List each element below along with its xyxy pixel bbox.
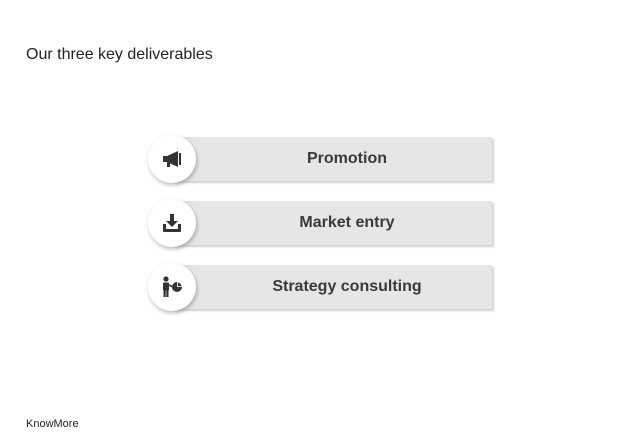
- deliverable-bar: Strategy consulting: [172, 265, 492, 309]
- deliverable-label: Strategy consulting: [272, 278, 422, 295]
- megaphone-icon: [163, 151, 181, 167]
- footer-brand: KnowMore: [26, 418, 79, 430]
- deliverable-label: Market entry: [299, 214, 395, 231]
- deliverable-item-strategy-consulting: Strategy consulting: [148, 263, 496, 315]
- slide-title: Our three key deliverables: [26, 46, 213, 63]
- deliverable-bar: Market entry: [172, 201, 492, 245]
- deliverable-bar: Promotion: [172, 137, 492, 181]
- icon-badge: [148, 199, 196, 247]
- deliverable-label: Promotion: [307, 150, 387, 167]
- deliverable-item-market-entry: Market entry: [148, 199, 496, 251]
- icon-badge: [148, 263, 196, 311]
- presenter-chart-icon: [163, 276, 182, 297]
- icon-badge: [148, 135, 196, 183]
- deliverable-item-promotion: Promotion: [148, 135, 496, 187]
- download-tray-icon: [163, 214, 181, 232]
